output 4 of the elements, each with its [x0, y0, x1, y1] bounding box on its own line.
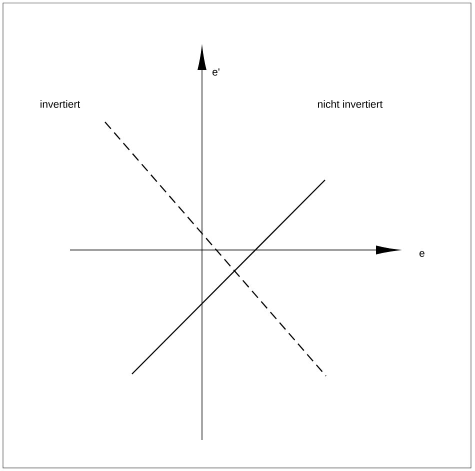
axis-label: e'	[212, 68, 220, 76]
line-label: nicht invertiert	[318, 100, 383, 108]
axis-label: e	[420, 251, 424, 257]
line-label: invertiert	[40, 100, 80, 108]
